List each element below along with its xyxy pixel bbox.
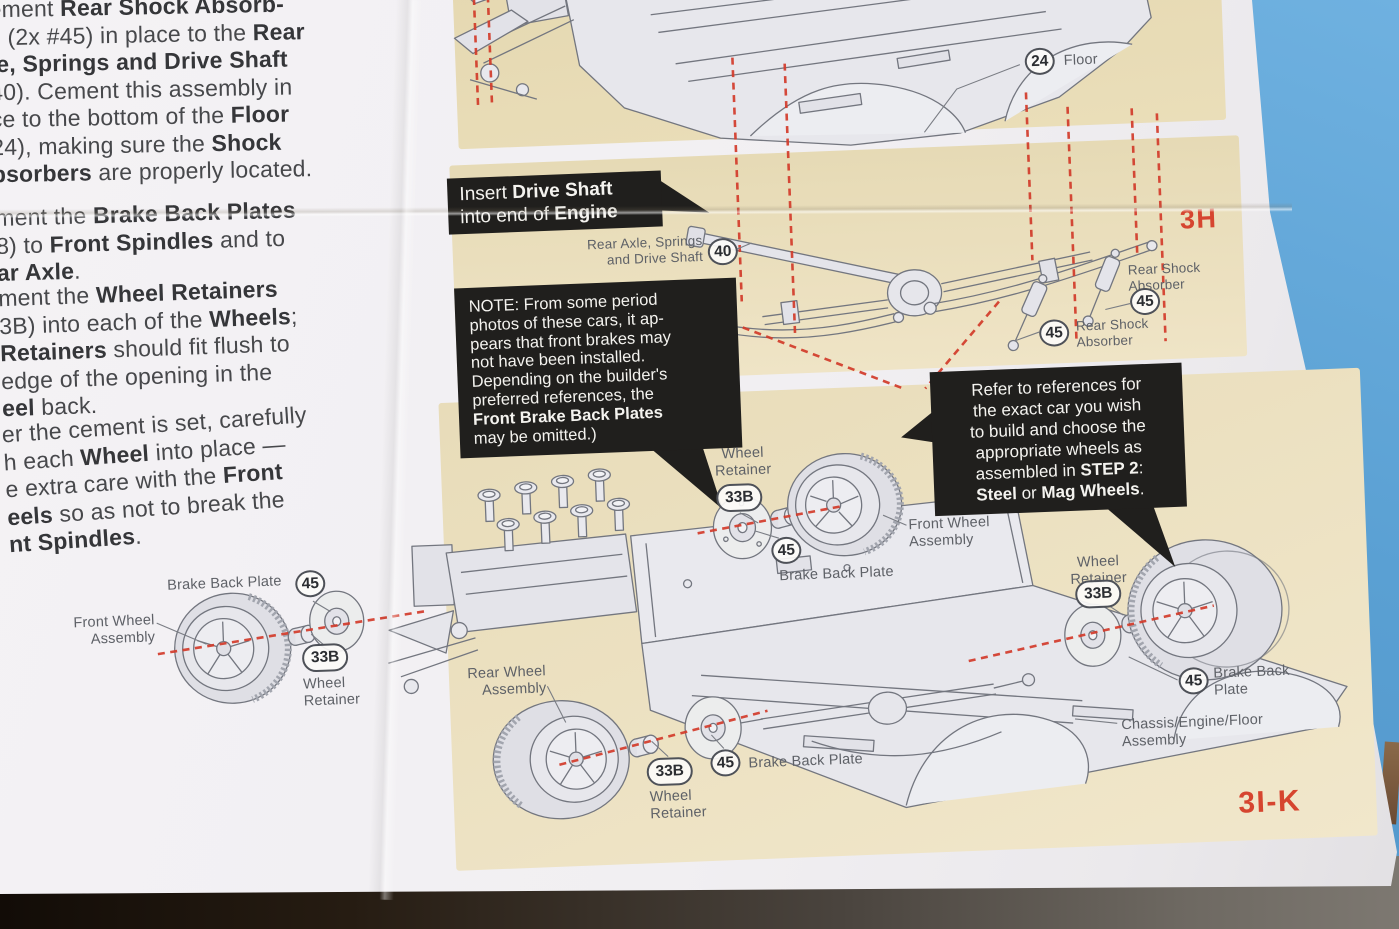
rear-axle-springs-drawing <box>653 225 1158 352</box>
wheel-choice-callout: Refer to references for the exact car yo… <box>929 362 1187 517</box>
wheel-retainer-label-left: Wheel Retainer <box>302 674 361 710</box>
front-brakes-note-callout: NOTE: From some period photos of these c… <box>454 277 743 459</box>
rear-shock-absorber-label-lower: Rear Shock Absorber <box>1075 315 1149 350</box>
rear-wheel-assembly-label: Rear Wheel Assembly <box>467 663 547 699</box>
floor-label: Floor <box>1063 51 1099 69</box>
step-label-3ik: 3I-K <box>1237 784 1302 820</box>
part-number-33b: 33B <box>646 756 694 787</box>
front-wheel-assembly-drawing-left <box>174 590 365 704</box>
floor-pan-underside-drawing <box>453 0 1152 146</box>
part-number-33b: 33B <box>715 482 763 513</box>
part-number-33b: 33B <box>1074 579 1122 609</box>
front-wheel-assembly-drawing-mid <box>712 452 904 560</box>
brake-back-plate-label-right: Brake Back Plate <box>1213 662 1290 699</box>
rear-wheel-assembly-drawing-right <box>1064 539 1290 681</box>
insert-drive-shaft-callout: Insert Drive Shaft into end of Engine <box>446 170 663 235</box>
rear-wheel-assembly-drawing-bottom <box>492 696 742 820</box>
wheel-retainer-label-mid: Wheel Retainer <box>714 444 772 480</box>
front-wheel-assembly-label-mid: Front Wheel Assembly <box>908 514 990 551</box>
chassis-engine-floor-assembly-label: Chassis/Engine/Floor Assembly <box>1121 711 1264 750</box>
wheel-retainer-label-bottom: Wheel Retainer <box>649 787 708 823</box>
front-wheel-assembly-label-left: Front Wheel Assembly <box>73 612 156 648</box>
part-number-33b: 33B <box>301 642 349 673</box>
rear-axle-springs-label: Rear Axle, Springs and Drive Shaft <box>586 232 704 268</box>
